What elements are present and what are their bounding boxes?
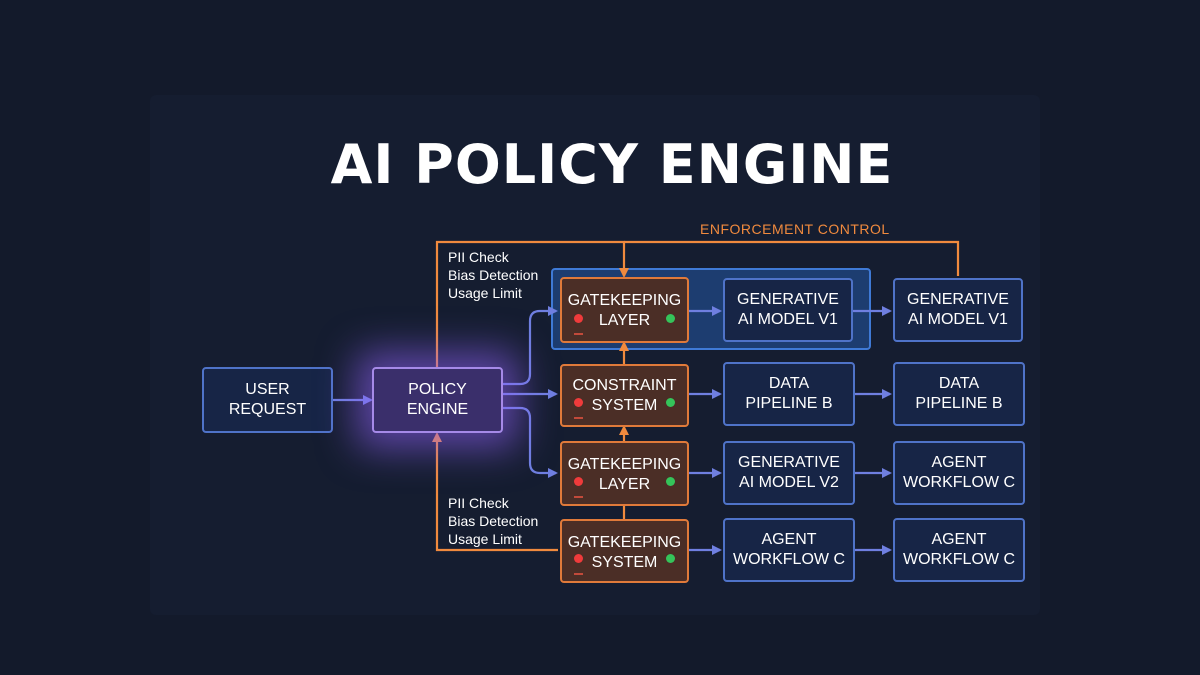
user-request-node: USER REQUEST [202, 367, 333, 433]
node-label-line1: AGENT [931, 531, 987, 548]
node-label-line1: GENERATIVE [907, 291, 1009, 308]
check-pii: PII Check [448, 495, 509, 511]
red-status-light [574, 477, 583, 486]
gatekeeping-layer-node-2: GATEKEEPING LAYER [560, 441, 689, 506]
red-status-light [574, 554, 583, 563]
node-label-line2: WORKFLOW C [903, 474, 1015, 491]
node-label-line2: LAYER [598, 476, 651, 493]
red-status-light [574, 314, 583, 323]
green-status-light [666, 477, 675, 486]
arrow-policy-to-gate1 [503, 306, 558, 386]
node-label-line2: AI MODEL V2 [739, 474, 839, 491]
node-label-line2: AI MODEL V1 [908, 311, 1008, 328]
node-label-line2: SYSTEM [591, 397, 658, 414]
check-pii: PII Check [448, 249, 509, 265]
node-label-line2: PIPELINE B [745, 395, 833, 412]
node-label-line1: DATA [768, 375, 810, 392]
node-label-line1: USER [245, 381, 290, 398]
checks-bottom: PII Check Bias Detection Usage Limit [448, 494, 538, 548]
status-dash [574, 496, 583, 498]
agent-workflow-c-node-lower: AGENT WORKFLOW C [723, 518, 855, 582]
gatekeeping-layer-node-1: GATEKEEPING LAYER [560, 277, 689, 343]
generative-ai-model-v1-node-right: GENERATIVE AI MODEL V1 [893, 278, 1023, 342]
node-label-line1: GENERATIVE [737, 291, 839, 308]
arrow-enforcement-control [624, 240, 960, 276]
node-label-line1: GATEKEEPING [567, 292, 682, 309]
node-label-line2: PIPELINE B [915, 395, 1003, 412]
agent-workflow-c-node: AGENT WORKFLOW C [893, 441, 1025, 505]
green-status-light [666, 398, 675, 407]
node-label-line1: AGENT [931, 454, 987, 471]
node-label-line2: WORKFLOW C [903, 551, 1015, 568]
node-label-line1: GATEKEEPING [567, 456, 682, 473]
node-label-line2: SYSTEM [591, 554, 658, 571]
red-status-light [574, 398, 583, 407]
arrow-bottom-to-policy [432, 432, 558, 552]
constraint-system-node: CONSTRAINT SYSTEM [560, 364, 689, 427]
arrow-policy-to-gate2 [503, 406, 558, 478]
check-usage: Usage Limit [448, 285, 522, 301]
node-label-line2: WORKFLOW C [733, 551, 845, 568]
status-dash [574, 333, 583, 335]
green-status-light [666, 554, 675, 563]
check-bias: Bias Detection [448, 513, 539, 529]
check-usage: Usage Limit [448, 531, 522, 547]
gatekeeping-system-node: GATEKEEPING SYSTEM [560, 519, 689, 583]
node-label-line1: GATEKEEPING [567, 534, 682, 551]
node-label-line1: POLICY [408, 381, 467, 398]
node-label-line2: ENGINE [406, 401, 469, 418]
policy-engine-node: POLICY ENGINE [372, 367, 503, 433]
data-pipeline-b-node: DATA PIPELINE B [723, 362, 855, 426]
agent-workflow-c-node-right: AGENT WORKFLOW C [893, 518, 1025, 582]
status-dash [574, 417, 583, 419]
node-label-line1: AGENT [761, 531, 817, 548]
enforcement-control-label: ENFORCEMENT CONTROL [700, 221, 890, 237]
generative-ai-model-v2-node: GENERATIVE AI MODEL V2 [723, 441, 855, 505]
data-pipeline-b-node-right: DATA PIPELINE B [893, 362, 1025, 426]
node-label-line1: CONSTRAINT [572, 377, 677, 394]
generative-ai-model-v1-node: GENERATIVE AI MODEL V1 [723, 278, 853, 342]
node-label-line2: REQUEST [228, 401, 307, 418]
node-label-line1: GENERATIVE [738, 454, 840, 471]
checks-top: PII Check Bias Detection Usage Limit [448, 248, 538, 302]
green-status-light [666, 314, 675, 323]
node-label-line2: AI MODEL V1 [738, 311, 838, 328]
node-label-line1: DATA [938, 375, 980, 392]
arrow-policy-to-top-gate [435, 240, 629, 368]
page-title: AI POLICY ENGINE [330, 133, 894, 196]
node-label-line2: LAYER [598, 312, 651, 329]
status-dash [574, 573, 583, 575]
check-bias: Bias Detection [448, 267, 539, 283]
